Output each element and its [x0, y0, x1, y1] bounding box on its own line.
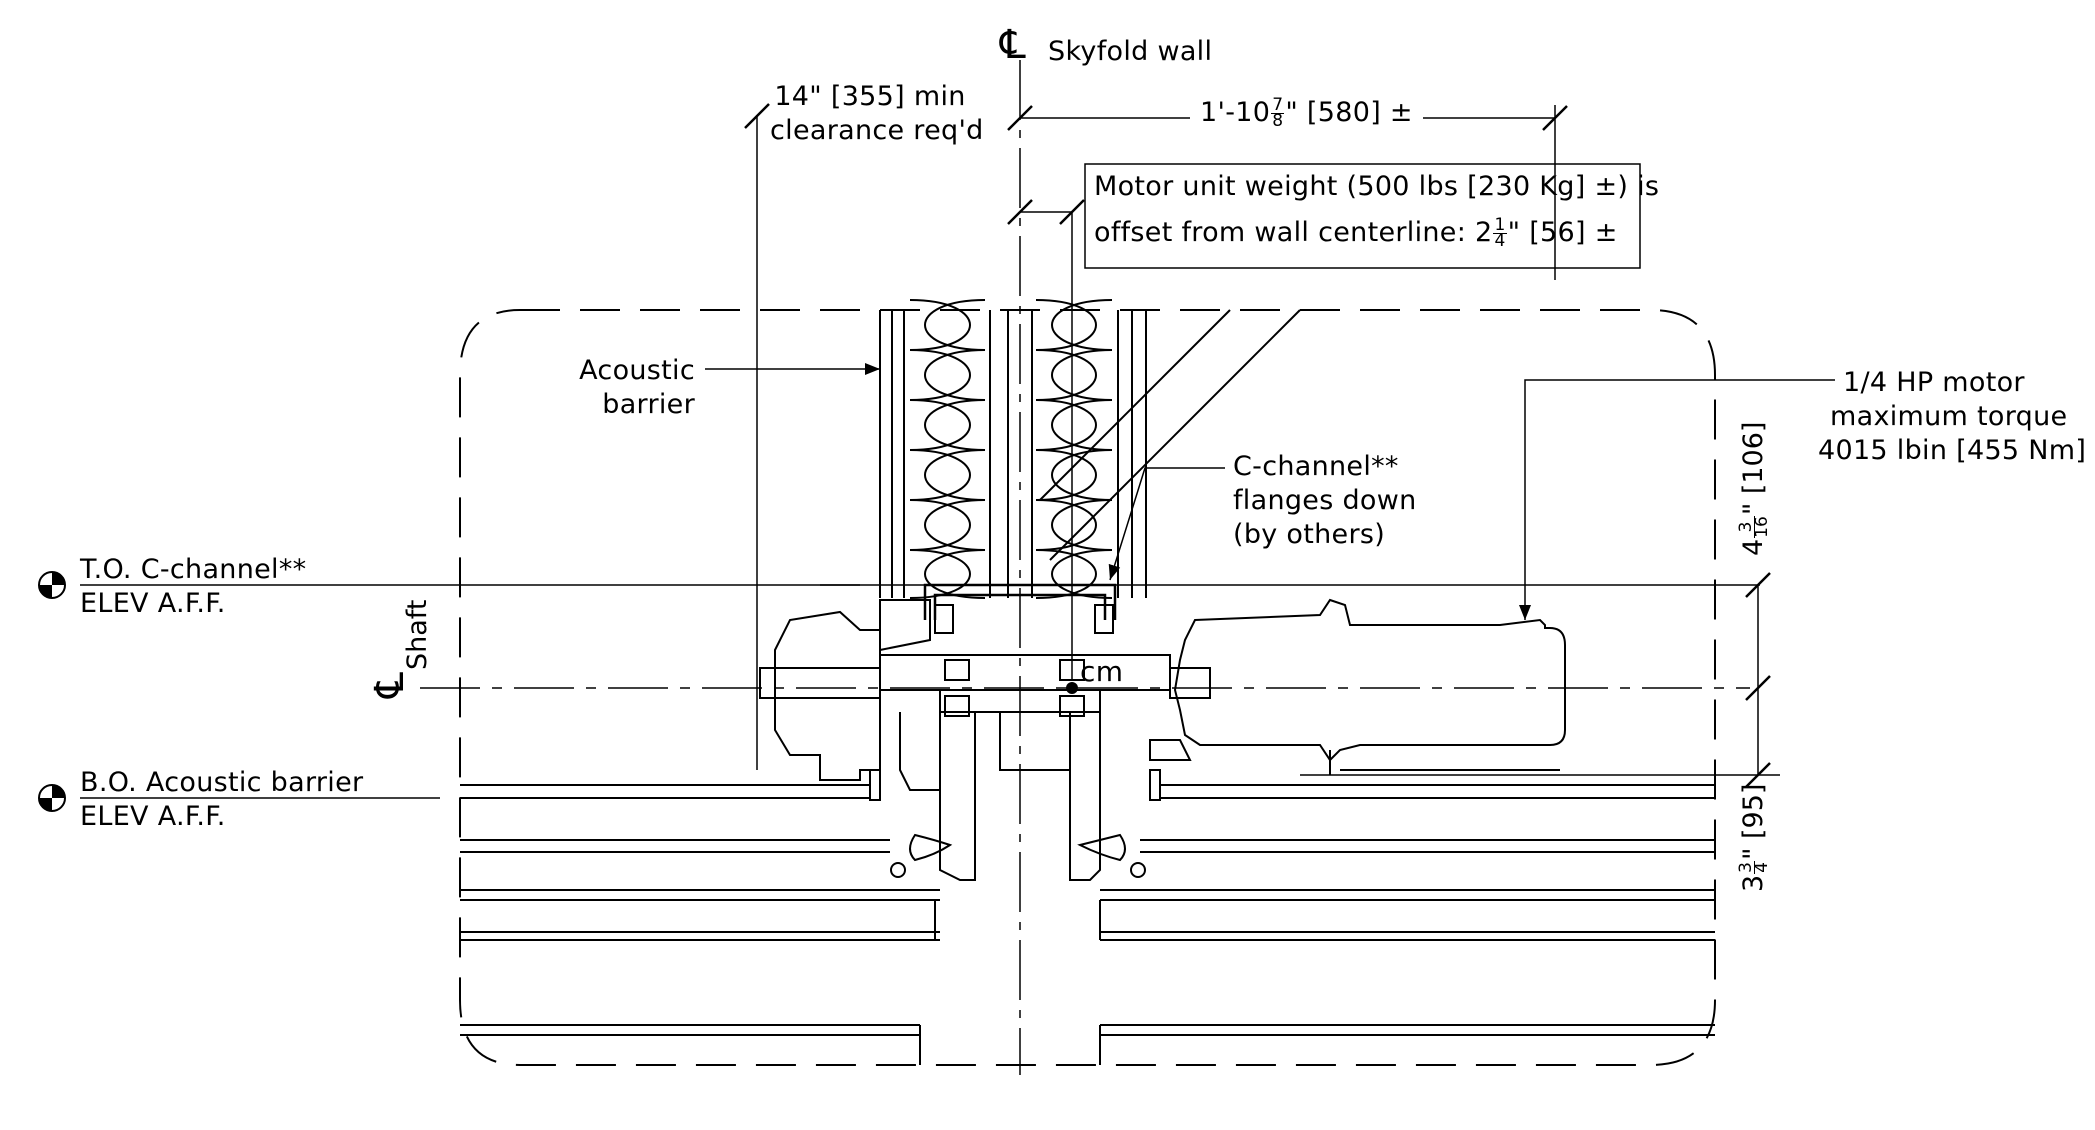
shaft-centerline-symbol: ℄ [366, 672, 413, 698]
center-of-mass-label: cm [1080, 655, 1124, 688]
bo-acoustic-line2: ELEV A.F.F. [80, 801, 226, 832]
wall-centerline-symbol: ℄ [1000, 22, 1026, 68]
acoustic-line2: barrier [602, 389, 695, 420]
acoustic-line1: Acoustic [579, 355, 695, 386]
note-box [1084, 163, 1641, 269]
offset-dim-prefix: 1'-10 [1200, 97, 1271, 128]
acoustic-barrier-label: Acoustic barrier [520, 354, 695, 422]
motor-line3: 4015 lbin [455 Nm] [1818, 435, 2087, 466]
motor-line1: 1/4 HP motor [1843, 367, 2025, 398]
insulation-left [909, 299, 971, 599]
clearance-label-line2: clearance req'd [770, 115, 984, 146]
offset-dim-suffix: " [580] ± [1285, 97, 1413, 128]
clearance-label-line1: 14" [355] min [774, 81, 966, 112]
elevation-marker-top [38, 571, 66, 599]
insulation-right [1035, 299, 1097, 599]
to-cchannel-line2: ELEV A.F.F. [80, 588, 226, 619]
cchannel-line3: (by others) [1233, 519, 1386, 550]
motor-line2: maximum torque [1830, 401, 2068, 432]
housing-outline [459, 309, 1716, 1066]
center-of-mass-dot [1066, 682, 1078, 694]
bo-acoustic-line1: B.O. Acoustic barrier [80, 767, 364, 798]
shaft-label: Shaft [402, 599, 433, 670]
note-box-text: Motor unit weight (500 lbs [230 Kg] ±) i… [1094, 170, 1659, 250]
cchannel-line2: flanges down [1233, 485, 1417, 516]
motor-body [1173, 598, 1566, 762]
to-c-channel-label: T.O. C-channel** ELEV A.F.F. [80, 553, 306, 621]
bo-acoustic-barrier-label: B.O. Acoustic barrier ELEV A.F.F. [80, 766, 363, 834]
elevation-marker-bottom [38, 784, 66, 812]
cchannel-line1: C-channel** [1233, 451, 1399, 482]
note-line1: Motor unit weight (500 lbs [230 Kg] ±) i… [1094, 171, 1660, 202]
clearance-label: 14" [355] min clearance req'd [770, 80, 984, 148]
to-cchannel-line1: T.O. C-channel** [80, 554, 307, 585]
motor-label: 1/4 HP motor maximum torque 4015 lbin [4… [1803, 366, 2086, 468]
skyfold-wall-label: Skyfold wall [1048, 36, 1213, 67]
c-channel-label: C-channel** flanges down (by others) [1233, 450, 1417, 552]
